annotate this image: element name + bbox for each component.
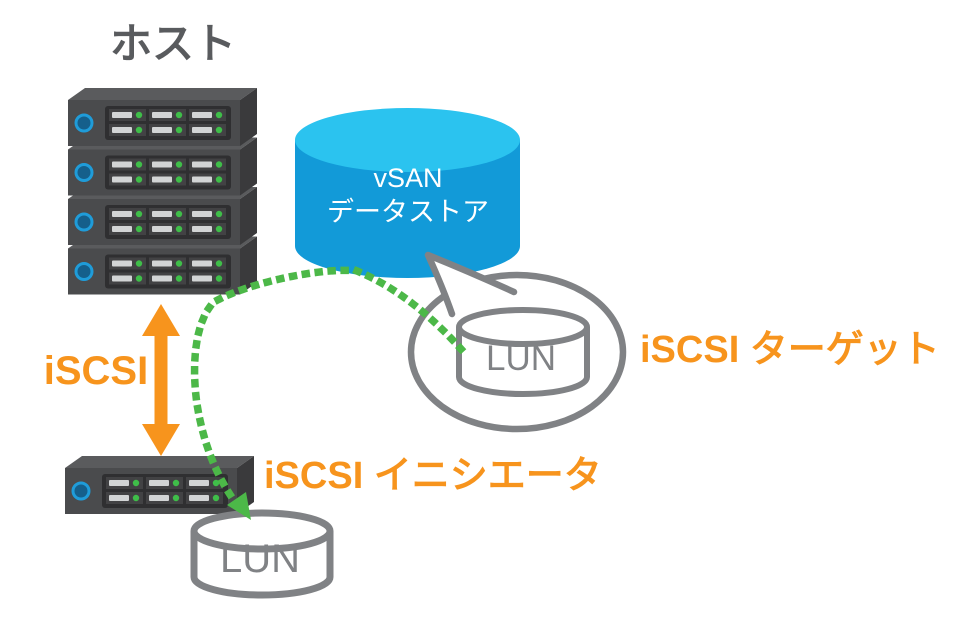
iscsi-link-label: iSCSI (44, 349, 148, 393)
host-server-1 (66, 86, 259, 148)
iscsi-initiator-label: iSCSI イニシエータ (264, 455, 602, 497)
vsan-cylinder-top (295, 108, 520, 172)
host-server-rack (66, 86, 259, 296)
target-lun-top (456, 307, 590, 347)
vsan-label-line2: データストア (327, 197, 489, 227)
callout-tail-outline (424, 251, 518, 318)
target-lun-cylinder: LUN (456, 307, 590, 397)
initiator-lun-top (190, 509, 334, 553)
vsan-cylinder-body (295, 140, 520, 278)
target-callout-bubble: LUN (407, 251, 627, 433)
iscsi-target-label: iSCSI ターゲット (640, 329, 940, 371)
vsan-datastore-cylinder: vSAN データストア (295, 108, 520, 278)
arrowhead-icon (227, 492, 251, 520)
iscsi-double-arrow-icon (142, 304, 180, 456)
host-server-2 (66, 136, 259, 197)
initiator-lun-cylinder: LUN (190, 509, 334, 599)
host-server-3 (66, 185, 259, 247)
dotted-path (190, 266, 467, 505)
host-label: ホスト (110, 20, 236, 67)
host-server-4 (66, 235, 259, 296)
initiator-lun-label: LUN (220, 537, 300, 581)
lun-mapping-dotted-arrow (190, 266, 467, 520)
vsan-label-line1: vSAN (373, 163, 442, 193)
target-lun-label: LUN (486, 339, 556, 378)
